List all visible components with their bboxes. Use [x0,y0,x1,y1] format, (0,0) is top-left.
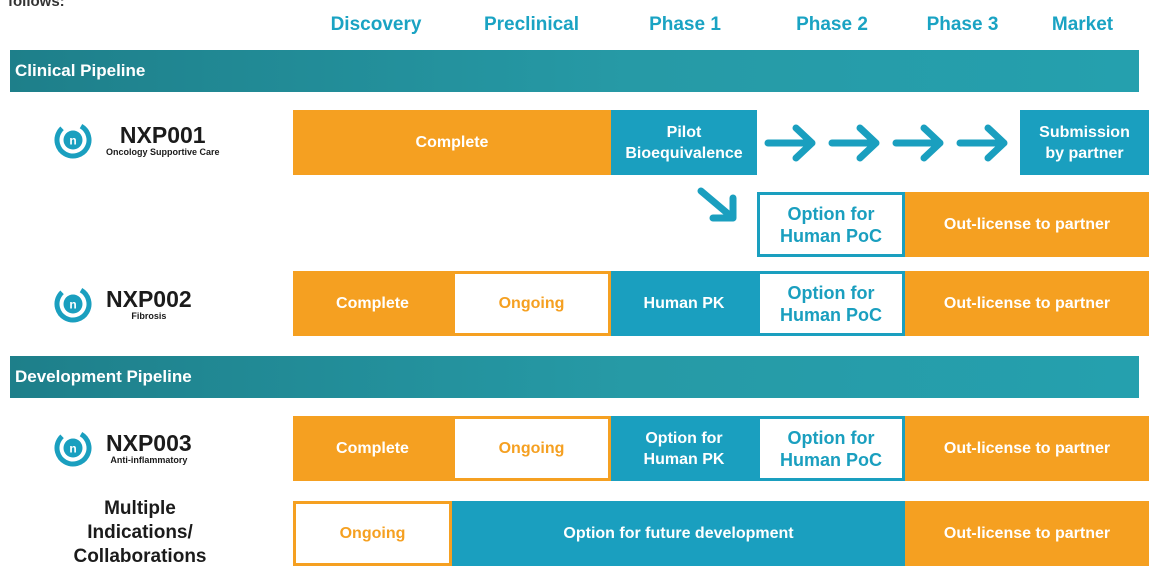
multi-line: Multiple [104,498,176,519]
arrow-down-right-icon [697,187,737,222]
stage-market: Market [1051,14,1114,35]
cell-line: Pilot [666,123,702,141]
stage-phase-2: Phase 2 [796,14,868,35]
cell-human-pk: Human PK [611,271,757,336]
stage-discovery: Discovery [330,14,422,35]
cell-line: Human PoC [779,304,882,325]
cell-ongoing: Ongoing [452,416,611,481]
cell-out-license: Out-license to partner [905,192,1149,257]
arrow-right-icon [956,124,1008,162]
cell-complete: Complete [293,416,452,481]
cell-out-license: Out-license to partner [905,501,1149,566]
cell-out-license: Out-license to partner [905,416,1149,481]
multi-line: Indications/ [87,522,193,543]
cell-ongoing: Ongoing [293,501,452,566]
svg-text:n: n [69,442,76,456]
product-code: NXP001 [119,121,206,148]
cell-complete: Complete [293,271,452,336]
product-code: NXP002 [106,285,192,312]
arrow-right-icon [892,124,944,162]
cell-line: Human PK [643,450,725,468]
cell-line: Submission [1039,123,1130,141]
product-indication: Anti-inflammatory [110,454,188,465]
cell-line: Human PoC [779,449,882,470]
product-code: NXP003 [106,429,192,456]
cell-out-license: Out-license to partner [905,271,1149,336]
arrows-row [764,124,1008,162]
development-pipeline-band: Development Pipeline [10,356,1139,398]
cell-complete: Complete [293,110,611,175]
clipped-text: follows: [8,0,65,10]
cell-line: Option for [787,427,875,448]
cell-submission-by-partner: Submission by partner [1020,110,1149,175]
logo-icon: n [54,285,92,323]
clinical-pipeline-title: Clinical Pipeline [15,61,146,80]
logo-icon: n [54,121,92,159]
cell-line: Option for [645,429,723,447]
development-pipeline-title: Development Pipeline [15,367,192,386]
stage-preclinical: Preclinical [483,14,580,35]
cell-line: Bioequivalence [625,144,743,162]
stage-phase-3: Phase 3 [926,14,999,35]
svg-text:n: n [69,298,76,312]
multi-line: Collaborations [73,546,207,566]
cell-line: Human PoC [779,225,882,246]
product-indication: Fibrosis [131,310,167,321]
multiple-indications-label: Multiple Indications/ Collaborations [40,497,240,566]
product-nxp002: n NXP002 Fibrosis [54,285,192,323]
cell-future-development: Option for future development [452,501,905,566]
cell-ongoing: Ongoing [452,271,611,336]
arrow-right-icon [764,124,816,162]
cell-line: Option for [787,282,875,303]
product-nxp001: n NXP001 Oncology Supportive Care [54,121,220,159]
stage-phase-1: Phase 1 [649,14,721,35]
logo-icon: n [54,429,92,467]
cell-line: by partner [1045,144,1124,162]
arrow-right-icon [828,124,880,162]
product-indication: Oncology Supportive Care [106,146,220,157]
svg-text:n: n [69,134,76,148]
product-nxp003: n NXP003 Anti-inflammatory [54,429,192,467]
clinical-pipeline-band: Clinical Pipeline [10,50,1139,92]
cell-line: Option for [787,203,875,224]
